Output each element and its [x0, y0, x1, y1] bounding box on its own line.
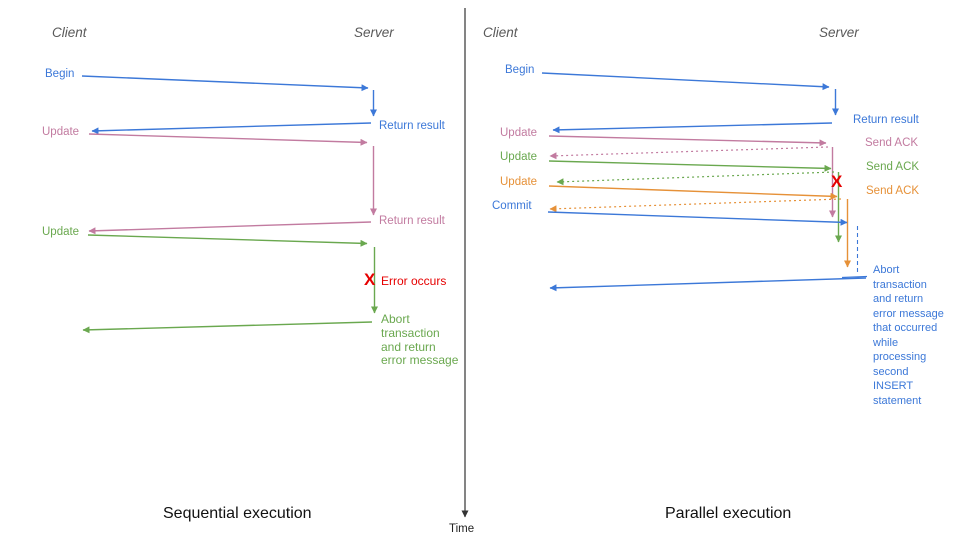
- left-return-result-1-arrow: [91, 122, 372, 135]
- right-abort-response-arrow: [549, 277, 867, 292]
- right-server-header: Server: [819, 25, 859, 40]
- left-abort-text: Abort transaction and return error messa…: [381, 312, 459, 368]
- left-update-2-request-arrow: [87, 234, 368, 247]
- left-update-1-label: Update: [42, 126, 80, 138]
- left-caption: Sequential execution: [163, 505, 312, 522]
- right-server-abort-tick: [841, 275, 868, 279]
- right-update-1-label: Update: [500, 127, 538, 139]
- left-begin-label: Begin: [45, 68, 75, 80]
- right-send-ack-2-label: Send ACK: [866, 161, 920, 173]
- right-begin-request-arrow: [541, 72, 830, 91]
- left-error-label: Error occurs: [381, 274, 447, 288]
- right-commit-label: Commit: [492, 200, 532, 212]
- right-update-1-request-arrow: [548, 135, 827, 147]
- right-return-result-label: Return result: [853, 114, 919, 126]
- right-update-2-label: Update: [500, 151, 538, 163]
- right-commit-request-arrow: [547, 211, 848, 226]
- right-send-ack-2-dotted-arrow: [556, 171, 835, 186]
- left-return-result-2-label: Return result: [379, 215, 445, 227]
- time-axis-label: Time: [449, 523, 475, 535]
- left-client-header: Client: [52, 25, 87, 40]
- left-return-result-2-arrow: [88, 221, 372, 235]
- right-send-ack-1-label: Send ACK: [865, 137, 919, 149]
- right-client-header: Client: [483, 25, 518, 40]
- right-caption: Parallel execution: [665, 505, 792, 522]
- right-send-ack-1-dotted-arrow: [549, 146, 829, 160]
- left-abort-response-arrow: [82, 321, 373, 334]
- right-abort-text: Abort transaction and return error messa…: [873, 264, 944, 407]
- left-update-1-request-arrow: [88, 133, 368, 146]
- right-send-ack-3-dotted-arrow: [549, 198, 842, 213]
- left-begin-request-arrow: [81, 75, 369, 92]
- left-error-x-icon: X: [364, 270, 376, 289]
- left-update-2-label: Update: [42, 226, 80, 238]
- right-error-x-icon: X: [831, 172, 843, 191]
- right-return-result-arrow: [552, 122, 833, 134]
- left-return-result-1-label: Return result: [379, 120, 445, 132]
- right-update-3-label: Update: [500, 176, 538, 188]
- right-update-2-request-arrow: [548, 160, 832, 172]
- right-send-ack-3-label: Send ACK: [866, 185, 920, 197]
- right-begin-label: Begin: [505, 64, 535, 76]
- right-update-3-request-arrow: [548, 185, 838, 200]
- left-server-header: Server: [354, 25, 394, 40]
